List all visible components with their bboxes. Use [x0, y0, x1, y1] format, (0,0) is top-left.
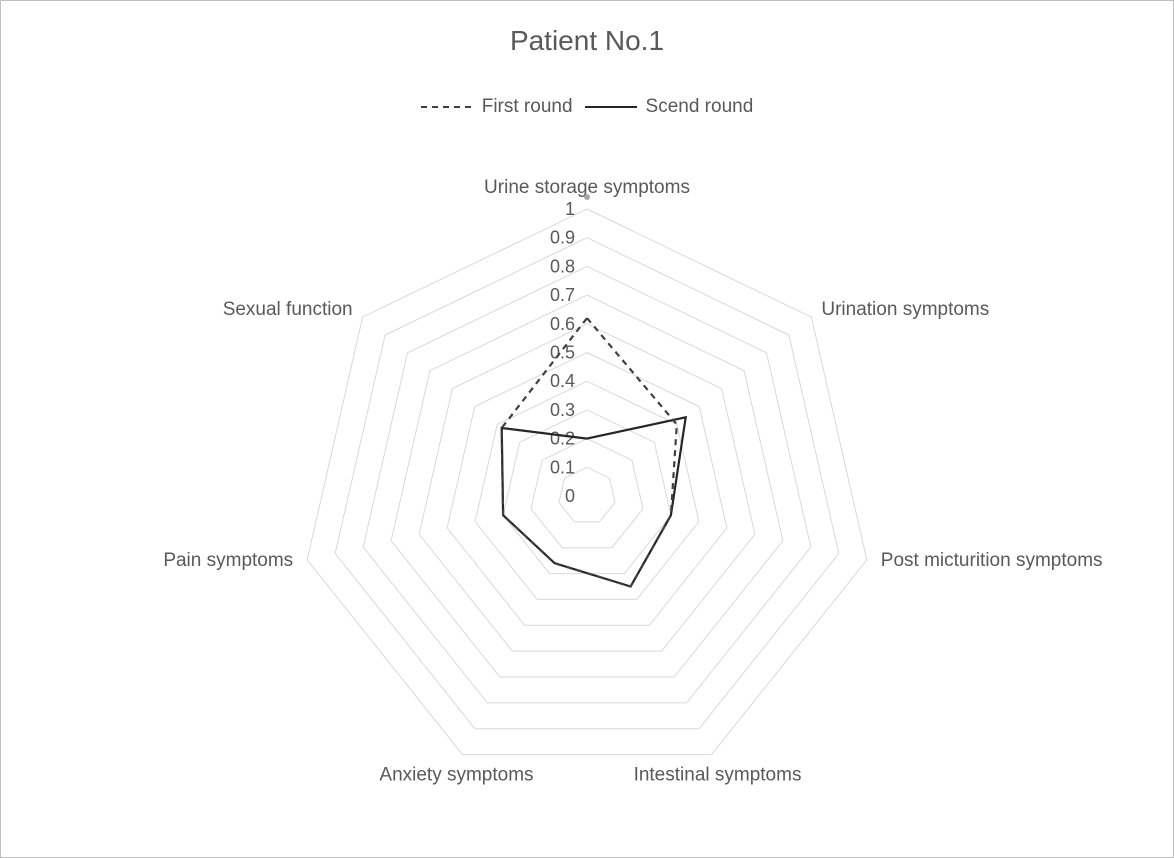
legend-label-first-round: First round — [481, 96, 573, 117]
grid-ring — [446, 351, 728, 626]
tick-label: 0.9 — [550, 228, 575, 248]
tick-label: 0.5 — [550, 343, 575, 363]
axis-top-marker — [584, 194, 590, 200]
tick-label: 0.8 — [550, 256, 575, 276]
grid-ring — [474, 380, 700, 600]
tick-label: 0.6 — [550, 314, 575, 334]
grid-ring — [306, 208, 868, 756]
legend-label-second-round: Scend round — [645, 96, 754, 117]
tick-label: 0.2 — [550, 429, 575, 449]
chart-title: Patient No.1 — [509, 25, 665, 56]
category-label: Urine storage symptoms — [484, 177, 690, 198]
grid-ring — [334, 237, 840, 730]
legend: First round Scend round — [0, 96, 1174, 118]
legend-swatch-dashed — [420, 106, 473, 108]
tick-label: 1 — [565, 199, 575, 219]
tick-label: 0.7 — [550, 285, 575, 305]
category-label: Sexual function — [223, 299, 353, 320]
category-label: Intestinal symptoms — [634, 765, 802, 786]
grid-ring — [530, 438, 644, 549]
grid-ring — [558, 466, 616, 523]
series-line-second-round — [500, 415, 688, 588]
category-label: Pain symptoms — [163, 550, 293, 571]
grid-ring — [362, 265, 812, 704]
grid-ring — [390, 294, 784, 678]
category-label: Urination symptoms — [821, 299, 989, 320]
tick-label: 0 — [565, 486, 575, 506]
legend-item-second-round: Scend round — [584, 96, 754, 118]
legend-item-first-round: First round — [420, 96, 573, 118]
grid-ring — [418, 323, 756, 652]
tick-label: 0.1 — [550, 457, 575, 477]
category-label: Post micturition symptoms — [881, 550, 1103, 571]
legend-swatch-solid — [584, 106, 637, 108]
tick-label: 0.3 — [550, 400, 575, 420]
series-line-first-round — [500, 316, 678, 588]
category-label: Anxiety symptoms — [379, 765, 533, 786]
tick-label: 0.4 — [550, 371, 575, 391]
grid-ring — [502, 409, 672, 575]
